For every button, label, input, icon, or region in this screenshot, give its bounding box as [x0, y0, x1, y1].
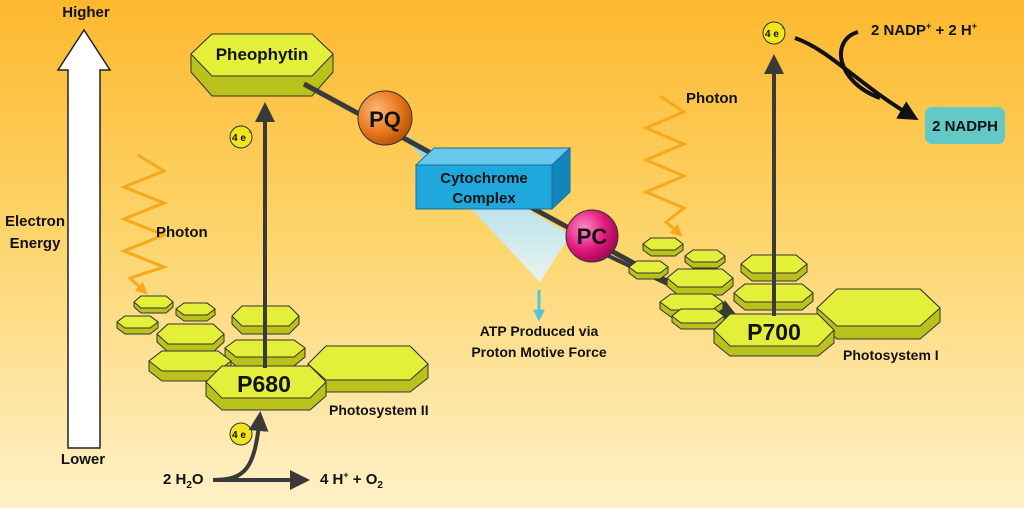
ps2-photon-label: Photon — [156, 224, 208, 241]
energy-axis-arrow — [56, 28, 112, 449]
ps1-photon-label: Photon — [686, 90, 738, 107]
cytochrome-label-line2: Complex — [452, 190, 516, 207]
nadp-side-arrow — [839, 30, 881, 100]
p680-hexagon — [205, 365, 327, 411]
nadp-reactants: 2 NADP+ + 2 H+ — [871, 21, 977, 39]
hexagon-icon — [628, 260, 669, 280]
svg-text:-: - — [249, 129, 252, 136]
svg-text:-: - — [782, 25, 785, 32]
hexagon-icon — [175, 302, 216, 322]
axis-lower-label: Lower — [61, 451, 105, 468]
hexagon-icon — [684, 249, 726, 269]
atp-label-line1: ATP Produced via — [480, 323, 599, 339]
electron-badge-icon: 4 e — [229, 422, 253, 446]
hexagon-icon — [671, 308, 725, 330]
svg-text:4 e: 4 e — [232, 430, 246, 441]
hexagon-icon — [642, 237, 684, 257]
pq-label: PQ — [369, 107, 401, 132]
axis-higher-label: Higher — [62, 4, 110, 21]
pc-sphere — [565, 209, 619, 263]
p700-label: P700 — [747, 319, 801, 345]
hexagon-icon — [816, 288, 941, 340]
hexagon-icon — [666, 268, 734, 296]
axis-label-line2: Energy — [10, 235, 62, 252]
pq-sphere — [357, 90, 413, 146]
pheophytin-hexagon — [190, 33, 334, 97]
ps1-name: Photosystem I — [843, 347, 939, 363]
ps2-name: Photosystem II — [329, 402, 429, 418]
electron-badge-icon: 4 e - — [762, 21, 786, 45]
ps1-antenna — [628, 237, 941, 357]
photon-icon — [119, 153, 169, 295]
cytochrome-label-line1: Cytochrome — [440, 170, 528, 187]
electron-badge-icon: 4 e - — [229, 125, 253, 149]
hexagon-icon — [148, 350, 232, 382]
cytochrome-complex — [414, 146, 572, 211]
ps2-antenna — [116, 295, 429, 411]
svg-text:4 e: 4 e — [232, 133, 246, 144]
pc-label: PC — [577, 224, 608, 249]
photon-icon — [642, 94, 688, 237]
pheophytin-label: Pheophytin — [216, 45, 309, 64]
hexagon-icon — [307, 345, 429, 393]
water-products: 4 H+ + O2 — [320, 470, 383, 491]
hexagon-icon — [156, 323, 225, 353]
p680-label: P680 — [237, 371, 291, 397]
nadp-main-arrow — [794, 36, 919, 121]
atp-label-line2: Proton Motive Force — [471, 344, 607, 360]
hexagon-icon — [116, 315, 159, 335]
hexagon-icon — [133, 295, 174, 314]
p700-hexagon — [713, 313, 835, 357]
water-reactant: 2 H2O — [163, 471, 204, 491]
nadph-label: 2 NADPH — [932, 118, 998, 135]
axis-label-line1: Electron — [5, 213, 65, 230]
svg-text:4 e: 4 e — [765, 29, 779, 40]
nadph-box — [925, 107, 1005, 144]
